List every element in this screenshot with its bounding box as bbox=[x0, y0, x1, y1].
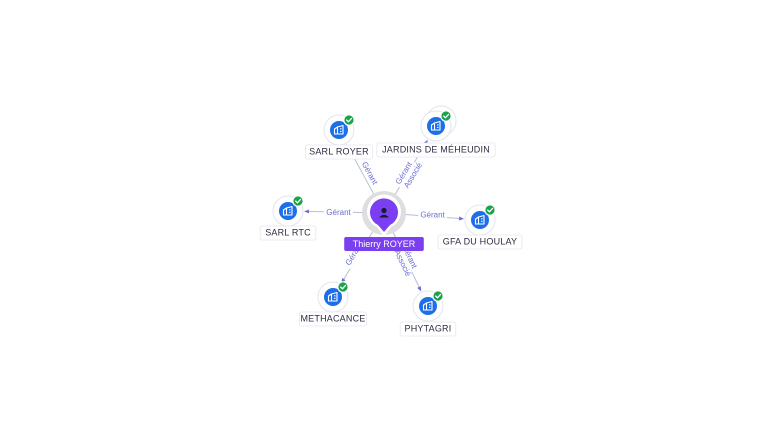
person-name: Thierry ROYER bbox=[353, 239, 416, 249]
company-name: JARDINS DE MÉHEUDIN bbox=[382, 144, 490, 154]
building-icon bbox=[430, 120, 441, 131]
company-node-sarl-rtc[interactable]: SARL RTC bbox=[259, 195, 317, 241]
company-node-methacance[interactable]: METHACANCE bbox=[299, 281, 367, 327]
company-label-bg bbox=[305, 144, 373, 160]
company-name: METHACANCE bbox=[300, 313, 365, 323]
company-label-bg bbox=[437, 234, 523, 250]
relation-label: Gérant bbox=[420, 211, 445, 220]
company-label-bg bbox=[376, 142, 496, 158]
building-icon bbox=[474, 214, 485, 225]
company-label-bg bbox=[259, 225, 317, 241]
company-label-bg bbox=[399, 321, 457, 337]
company-node-jardins-de-meheudin[interactable]: JARDINS DE MÉHEUDIN bbox=[376, 105, 496, 158]
check-badge-icon bbox=[337, 281, 349, 293]
edge-arrow-sarl-rtc bbox=[303, 209, 310, 214]
edge-arrow-gfa-du-houlay bbox=[458, 216, 465, 221]
building-icon bbox=[333, 124, 344, 135]
company-label-bg bbox=[299, 311, 367, 327]
person-icon bbox=[379, 207, 389, 218]
check-badge-icon bbox=[484, 204, 496, 216]
company-node-gfa-du-houlay[interactable]: GFA DU HOULAY bbox=[437, 204, 523, 250]
check-badge-icon bbox=[292, 195, 304, 207]
company-name: SARL ROYER bbox=[309, 146, 369, 156]
building-icon bbox=[282, 205, 293, 216]
person-node[interactable]: Thierry ROYER bbox=[344, 191, 424, 251]
company-name: PHYTAGRI bbox=[405, 323, 452, 333]
check-badge-icon bbox=[440, 110, 452, 122]
company-node-sarl-royer[interactable]: SARL ROYER bbox=[305, 114, 373, 160]
company-name: SARL RTC bbox=[265, 227, 311, 237]
check-badge-icon bbox=[343, 114, 355, 126]
company-name: GFA DU HOULAY bbox=[443, 236, 517, 246]
edge-arrow-phytagri bbox=[417, 286, 422, 292]
relation-label: Gérant bbox=[326, 208, 351, 217]
company-node-phytagri[interactable]: PHYTAGRI bbox=[399, 290, 457, 337]
check-badge-icon bbox=[432, 290, 444, 302]
graph-nodes: SARL ROYER JARDINS DE MÉHEUDIN SARL RTC GFA… bbox=[259, 105, 523, 337]
building-icon bbox=[422, 300, 433, 311]
person-label-bg bbox=[344, 237, 424, 251]
building-icon bbox=[327, 291, 338, 302]
